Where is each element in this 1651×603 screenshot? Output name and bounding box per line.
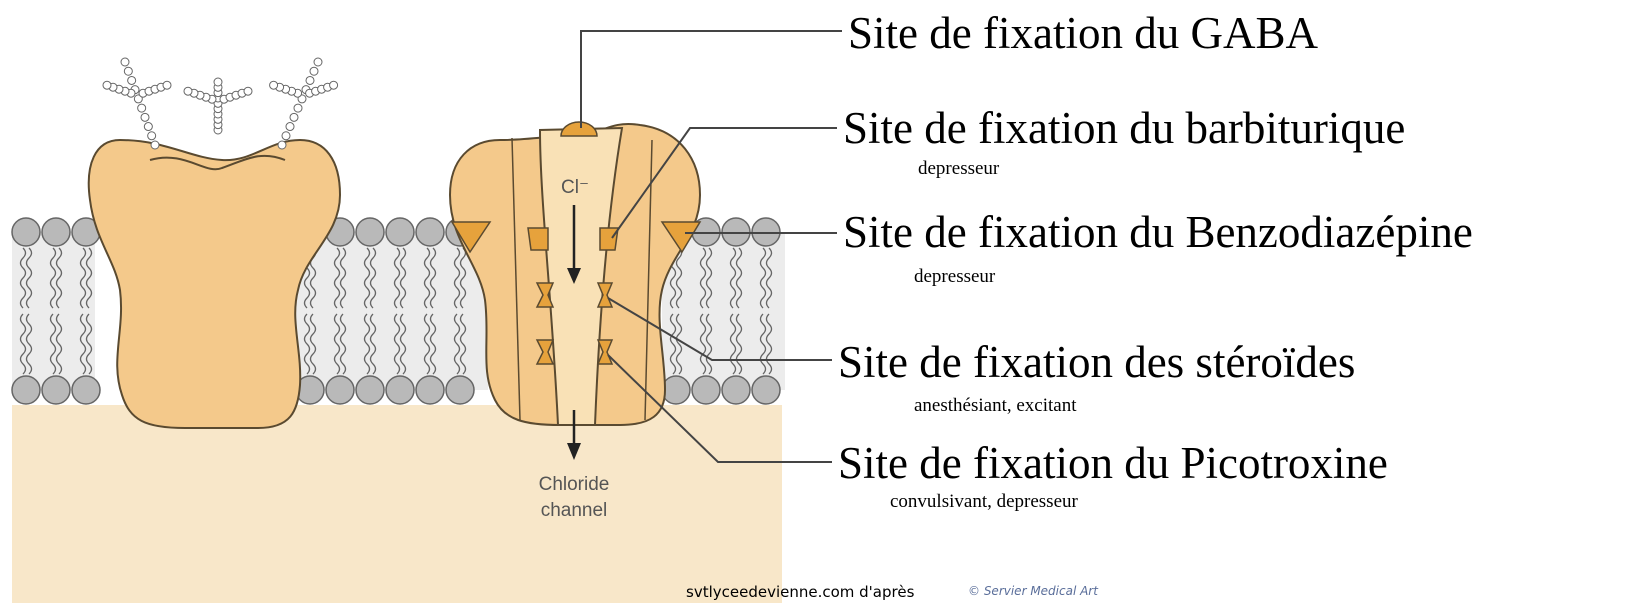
sugar-bead [286, 123, 294, 131]
sugar-bead [270, 81, 278, 89]
sugar-bead [310, 67, 318, 75]
label-gaba-site: Site de fixation du GABA [848, 8, 1318, 58]
lipid-head [72, 376, 100, 404]
label-picrotoxin-effect: convulsivant, depresseur [890, 491, 1078, 513]
sugar-chains [103, 58, 338, 149]
lipid-head [356, 376, 384, 404]
sugar-bead [244, 87, 252, 95]
lipid-head [12, 218, 40, 246]
barbiturate-site [528, 228, 548, 250]
lipid-head [446, 376, 474, 404]
sugar-bead [163, 81, 171, 89]
lipid-head [326, 376, 354, 404]
barbiturate-site [600, 228, 618, 250]
lipid-head [752, 376, 780, 404]
label-benzodiazepine-effect: depresseur [914, 266, 995, 288]
sugar-bead [330, 81, 338, 89]
sugar-bead [314, 58, 322, 66]
sugar-bead [306, 76, 314, 84]
gaba-site [561, 122, 597, 136]
lipid-head [416, 218, 444, 246]
lipid-head [416, 376, 444, 404]
sugar-bead [151, 141, 159, 149]
sugar-bead [138, 104, 146, 112]
credit-text: svtlyceedevienne.com d'après [686, 583, 914, 601]
lipid-head [12, 376, 40, 404]
sugar-bead [141, 113, 149, 121]
label-steroid-site: Site de fixation des stéroïdes [838, 337, 1355, 387]
sugar-bead [124, 67, 132, 75]
sugar-bead [184, 87, 192, 95]
cytoplasm [12, 405, 782, 603]
lipid-head [386, 218, 414, 246]
lipid-head [662, 376, 690, 404]
sugar-bead [290, 113, 298, 121]
lipid-head [692, 376, 720, 404]
lipid-head [722, 376, 750, 404]
leader-gaba [581, 31, 842, 128]
sugar-bead [294, 104, 302, 112]
label-benzodiazepine-site: Site de fixation du Benzodiazépine [843, 207, 1473, 257]
sugar-bead [148, 132, 156, 140]
sugar-bead [144, 123, 152, 131]
sugar-bead [214, 78, 222, 86]
sugar-bead [282, 132, 290, 140]
chloride-ion-label: Cl⁻ [552, 176, 598, 199]
sugar-bead [121, 58, 129, 66]
lipid-head [42, 376, 70, 404]
label-steroid-effect: anesthésiant, excitant [914, 395, 1077, 417]
lipid-head [386, 376, 414, 404]
sugar-bead [128, 76, 136, 84]
lipid-head [356, 218, 384, 246]
channel-name-line1: Chloride [510, 474, 638, 496]
lipid-head [42, 218, 70, 246]
sugar-bead [278, 141, 286, 149]
channel-name-line2: channel [510, 500, 638, 522]
label-barbiturate-site: Site de fixation du barbiturique [843, 103, 1405, 153]
copyright-text: © Servier Medical Art [968, 584, 1098, 598]
label-picrotoxin-site: Site de fixation du Picotroxine [838, 438, 1388, 488]
sugar-bead [103, 81, 111, 89]
label-barbiturate-effect: depresseur [918, 158, 999, 180]
